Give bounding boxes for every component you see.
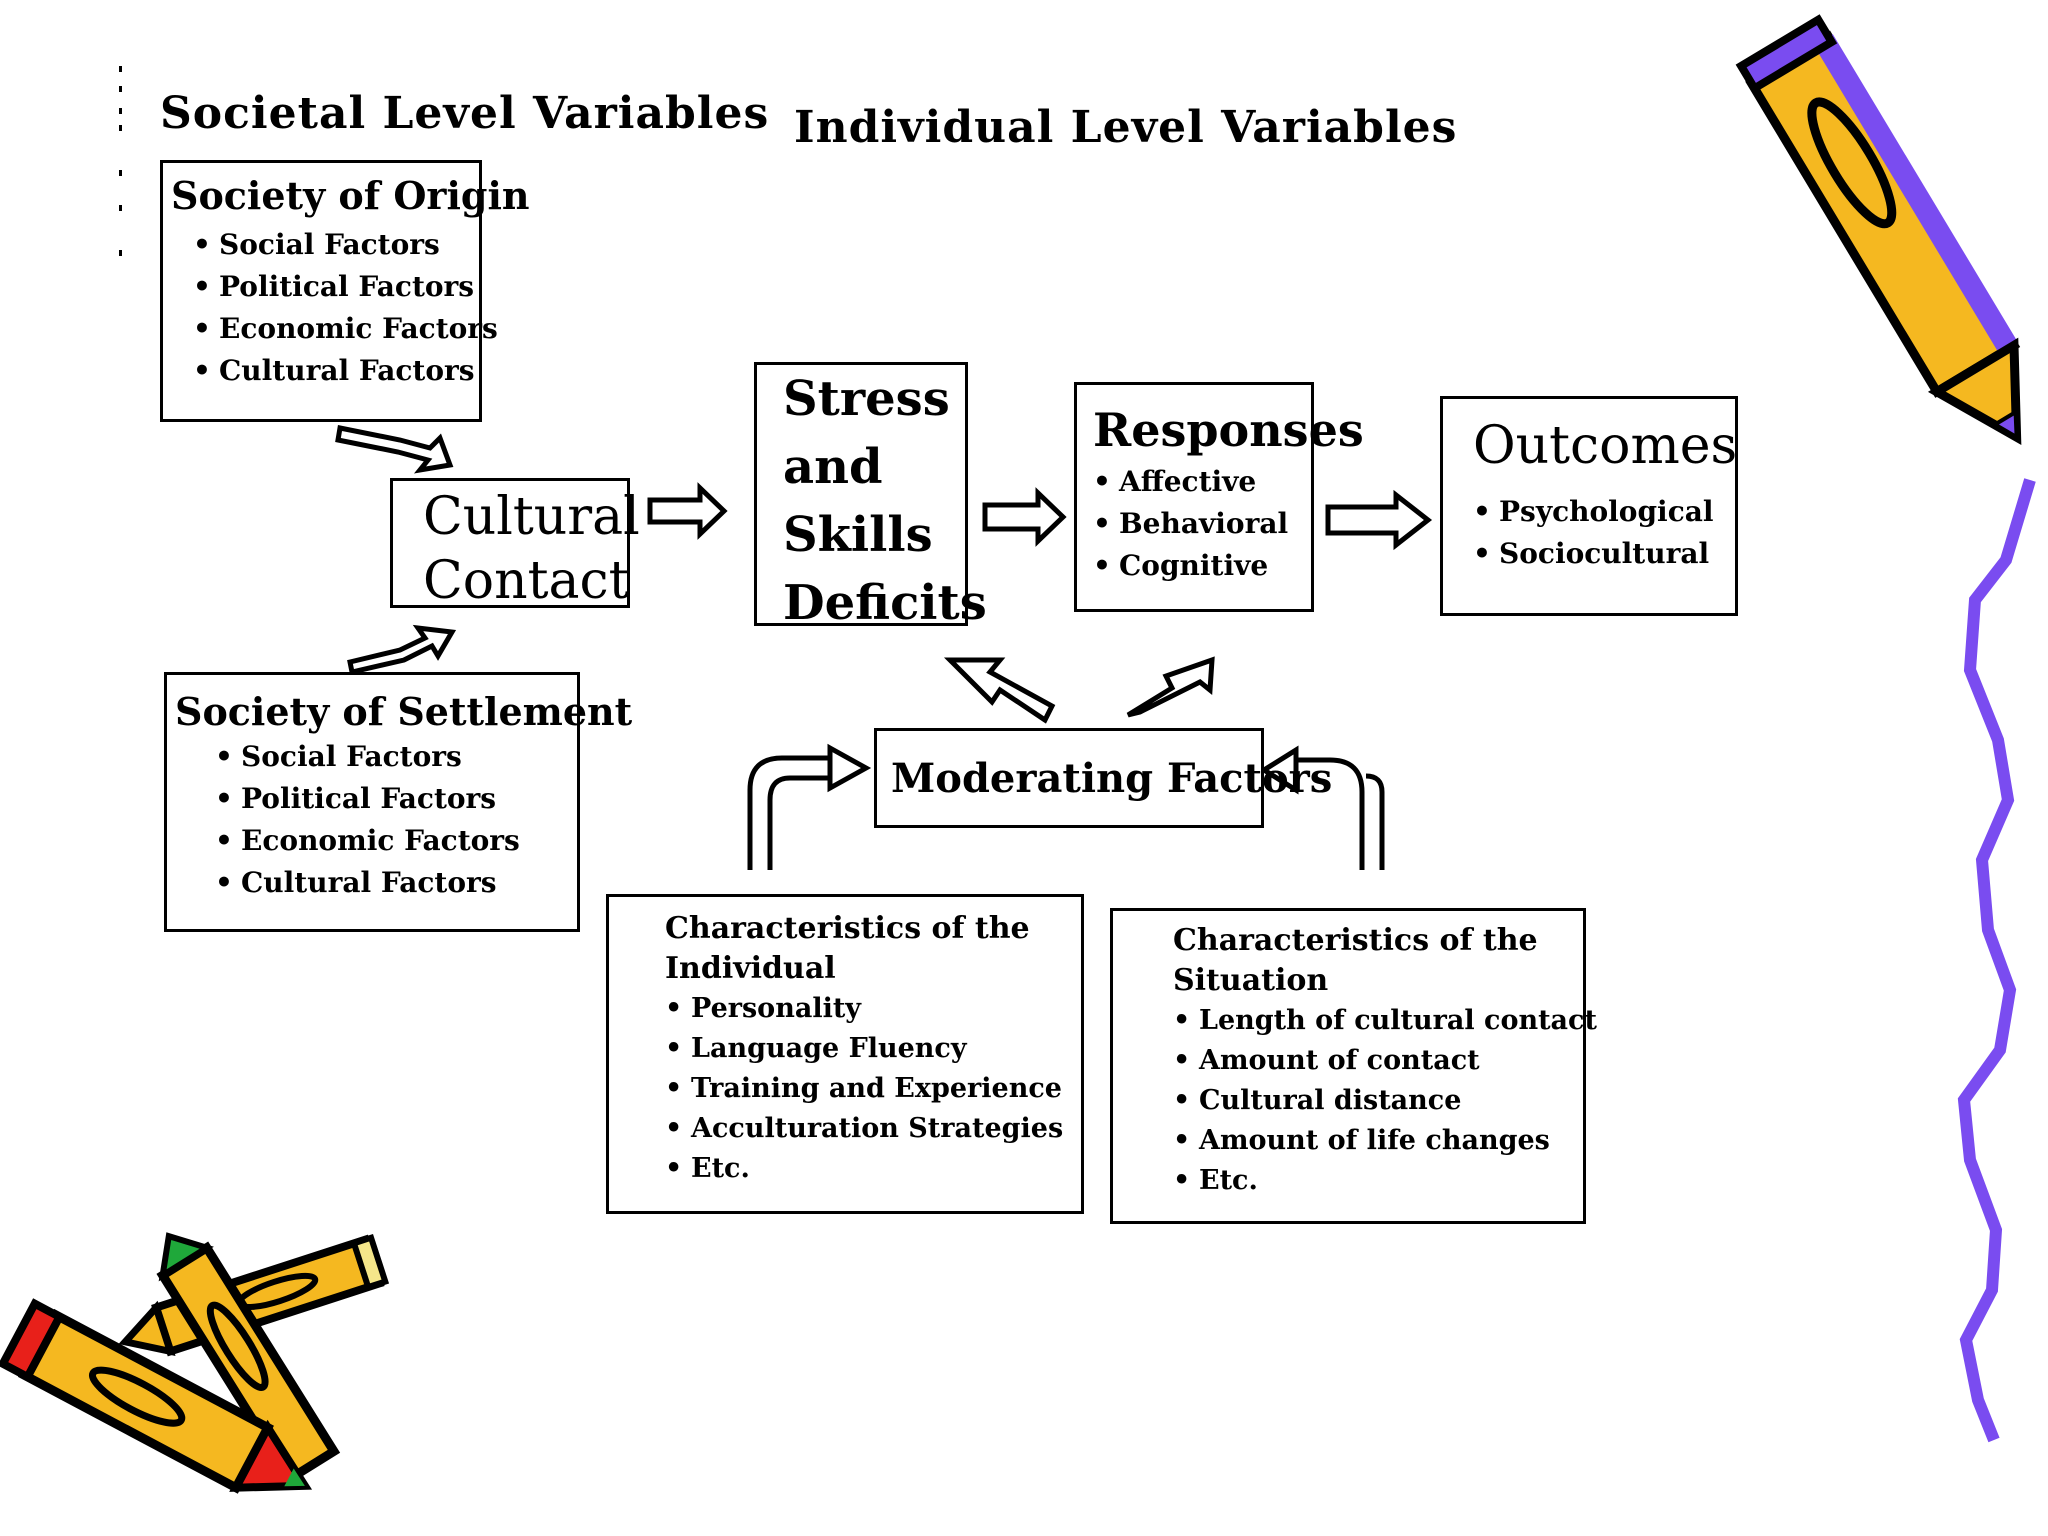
list-item: Economic Factors [215, 820, 569, 862]
outcomes-list: Psychological Sociocultural [1473, 491, 1714, 575]
arrow-responses-to-outcomes [1325, 489, 1433, 551]
outcomes-title: Outcomes [1473, 416, 1738, 476]
char-situation-title-line1: Characteristics of the [1173, 923, 1538, 958]
arrow-situation-to-moderating [1296, 757, 1365, 870]
list-item: Amount of contact [1173, 1041, 1523, 1081]
cultural-contact-box: Cultural Contact [390, 478, 640, 611]
list-item: Behavioral [1093, 503, 1295, 545]
block-arrows [335, 425, 1433, 724]
list-item: Language Fluency [665, 1029, 1025, 1069]
responses-title: Responses [1093, 403, 1364, 457]
arrow-moderating-to-responses [1126, 656, 1215, 718]
char-individual-box: Characteristics of the Individual Person… [606, 894, 1084, 1214]
society-of-settlement-list: Social Factors Political Factors Economi… [215, 736, 569, 904]
list-item: Etc. [1173, 1161, 1523, 1201]
stress-line1: Stress [783, 371, 950, 427]
list-item: Affective [1093, 461, 1295, 503]
moderating-factors-box: Moderating Factors [874, 728, 1332, 828]
list-item: Psychological [1473, 491, 1714, 533]
list-item: Political Factors [215, 778, 569, 820]
crossed-pencils-icon [0, 1232, 390, 1494]
list-item: Personality [665, 989, 1025, 1029]
list-item: Cultural Factors [193, 350, 475, 392]
stress-line4: Deficits [783, 575, 987, 631]
dotted-margin-marks [119, 66, 122, 256]
cultural-contact-line2: Contact [423, 551, 630, 611]
cultural-contact-line1: Cultural [423, 487, 640, 547]
heading-individual-level: Individual Level Variables [794, 102, 1458, 153]
list-item: Amount of life changes [1173, 1121, 1550, 1161]
list-item: Cultural Factors [215, 862, 569, 904]
list-item: Political Factors [193, 266, 474, 308]
stress-skills-box: Stress and Skills Deficits [754, 362, 987, 631]
society-of-origin-title: Society of Origin [171, 173, 530, 218]
list-item: Etc. [665, 1149, 1025, 1189]
responses-list: Affective Behavioral Cognitive [1093, 461, 1295, 587]
curved-arrows [747, 743, 1385, 870]
responses-box: Responses Affective Behavioral Cognitive [1074, 382, 1364, 612]
char-situation-list: Length of cultural contact Amount of con… [1173, 1001, 1597, 1201]
moderating-factors-title: Moderating Factors [891, 755, 1333, 802]
list-item: Social Factors [193, 224, 471, 266]
society-of-origin-list: Social Factors Political Factors Economi… [193, 224, 498, 392]
list-item: Social Factors [215, 736, 569, 778]
society-of-settlement-box: Society of Settlement Social Factors Pol… [164, 672, 633, 932]
society-of-settlement-title: Society of Settlement [175, 689, 633, 734]
list-item: Acculturation Strategies [665, 1109, 1063, 1149]
arrow-origin-to-contact [335, 425, 454, 474]
arrow-stress-to-responses [982, 487, 1067, 547]
list-item: Training and Experience [665, 1069, 1062, 1109]
list-item: Cognitive [1093, 545, 1295, 587]
char-individual-list: Personality Language Fluency Training an… [665, 989, 1063, 1189]
list-item: Cultural distance [1173, 1081, 1523, 1121]
stress-line3: Skills [783, 507, 933, 563]
list-item: Length of cultural contact [1173, 1001, 1597, 1041]
arrow-moderating-to-stress [943, 657, 1056, 724]
char-situation-box: Characteristics of the Situation Length … [1110, 908, 1597, 1224]
heading-societal-level: Societal Level Variables [160, 88, 770, 139]
arrow-contact-to-stress [647, 482, 728, 540]
stress-line2: and [783, 439, 883, 495]
pencil-large-icon [1735, 14, 2022, 446]
char-situation-title-line2: Situation [1173, 963, 1329, 998]
list-item: Economic Factors [193, 308, 498, 350]
char-individual-title-line1: Characteristics of the [665, 911, 1030, 946]
society-of-origin-box: Society of Origin Social Factors Politic… [160, 160, 530, 422]
char-individual-title-line2: Individual [665, 951, 836, 986]
list-item: Sociocultural [1473, 533, 1709, 575]
arrow-individual-to-moderating [747, 755, 830, 870]
arrow-settlement-to-contact [347, 624, 457, 676]
outcomes-box: Outcomes Psychological Sociocultural [1440, 396, 1738, 616]
purple-squiggle-line [1957, 478, 2036, 1443]
